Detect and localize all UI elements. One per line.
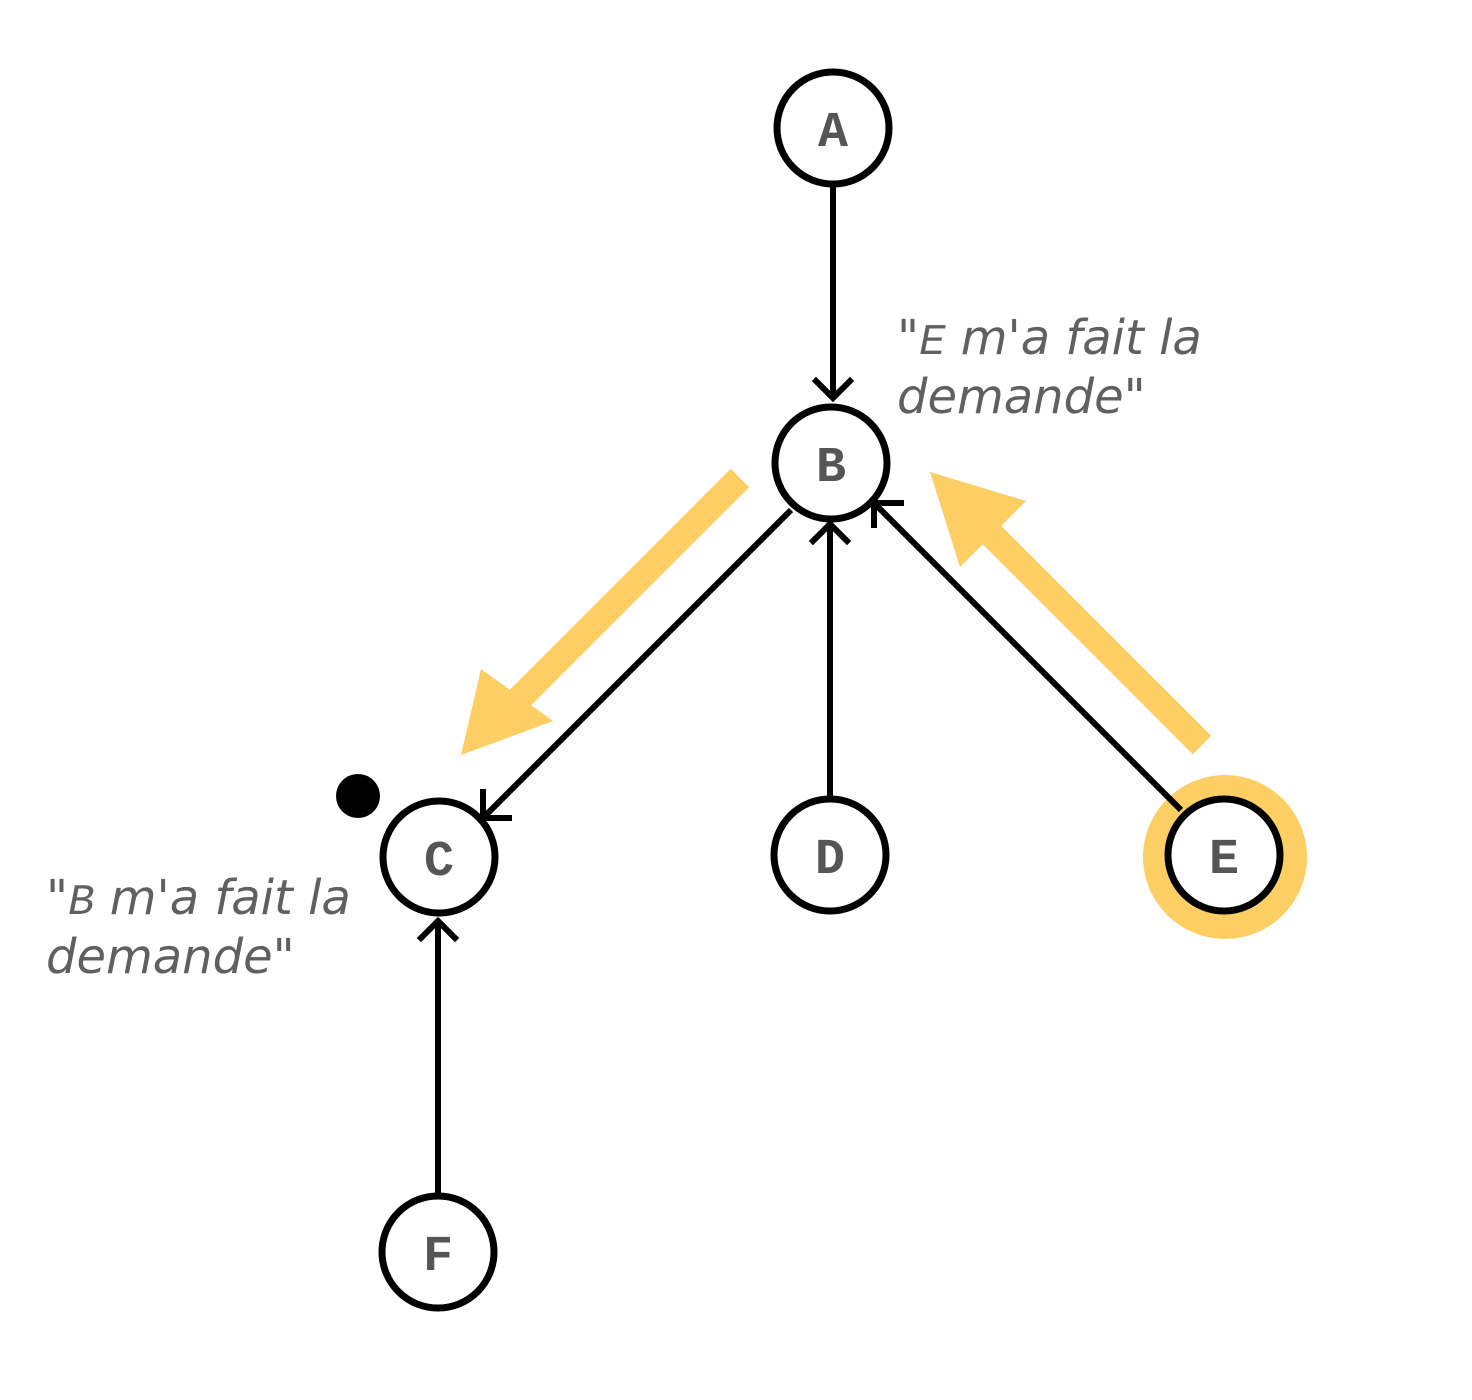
note-b: "E m'a fait la demande" [897,310,1202,425]
note-c-open-quote: " [46,870,68,926]
node-a: A [773,68,893,188]
node-c: C [379,797,499,917]
note-c-line1: "B m'a fait la [46,870,351,928]
node-a-label: A [818,105,848,162]
note-b-code: E [919,318,946,368]
marker-dot [336,774,380,818]
note-c-line1-rest: m'a fait la [94,870,350,926]
note-c-line2: demande" [46,929,295,985]
edge-d-to-b [808,519,852,797]
node-d: D [770,795,890,915]
edge-f-to-c [416,916,460,1193]
edge-a-to-b [811,187,855,403]
flow-arrow-b-to-c [461,468,750,755]
node-e: E [1164,795,1284,915]
note-b-open-quote: " [897,310,919,366]
flow-arrow-e-to-b [930,472,1212,755]
note-b-line1-rest: m'a fait la [945,310,1201,366]
node-b-label: B [816,440,846,497]
note-c-code: B [68,878,94,928]
edge-e-to-b [871,500,1184,813]
note-c: "B m'a fait la demande" [46,870,351,985]
node-f: F [378,1192,498,1312]
node-e-label: E [1209,832,1239,889]
node-c-label: C [424,834,454,891]
node-b: B [771,403,891,523]
node-f-label: F [423,1229,453,1286]
node-d-label: D [815,832,845,889]
edge-b-to-c [480,507,794,821]
note-b-line1: "E m'a fait la [897,310,1202,368]
note-b-line2: demande" [897,369,1146,425]
